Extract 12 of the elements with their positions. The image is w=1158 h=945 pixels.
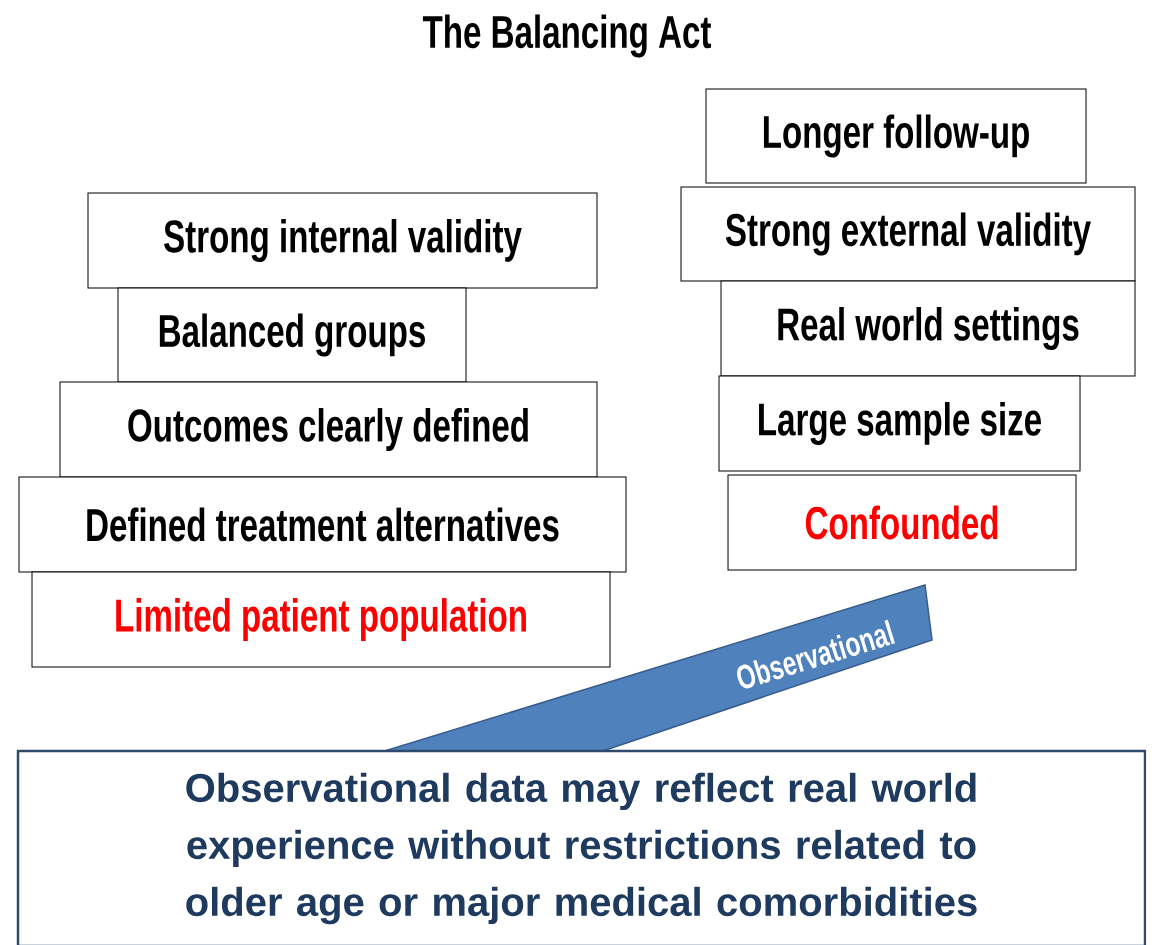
text-box: Strong internal validity xyxy=(87,192,598,289)
note-box: Observational data may reflect real world experience without restrictions related to older age or major medical comorbidities xyxy=(16,749,1147,945)
text-box: Strong external validity xyxy=(680,186,1136,282)
title: The Balancing Act xyxy=(422,14,712,58)
text-box: Real world settings xyxy=(720,280,1136,377)
text-box: Outcomes clearly defined xyxy=(59,381,598,478)
text-box: Balanced groups xyxy=(117,287,467,383)
text-box: Confounded xyxy=(727,474,1077,571)
text-box: Defined treatment alternatives xyxy=(18,476,627,573)
text-box: Longer follow-up xyxy=(705,88,1087,184)
text-box: Large sample size xyxy=(718,375,1081,472)
text-box: Limited patient population xyxy=(31,571,611,668)
